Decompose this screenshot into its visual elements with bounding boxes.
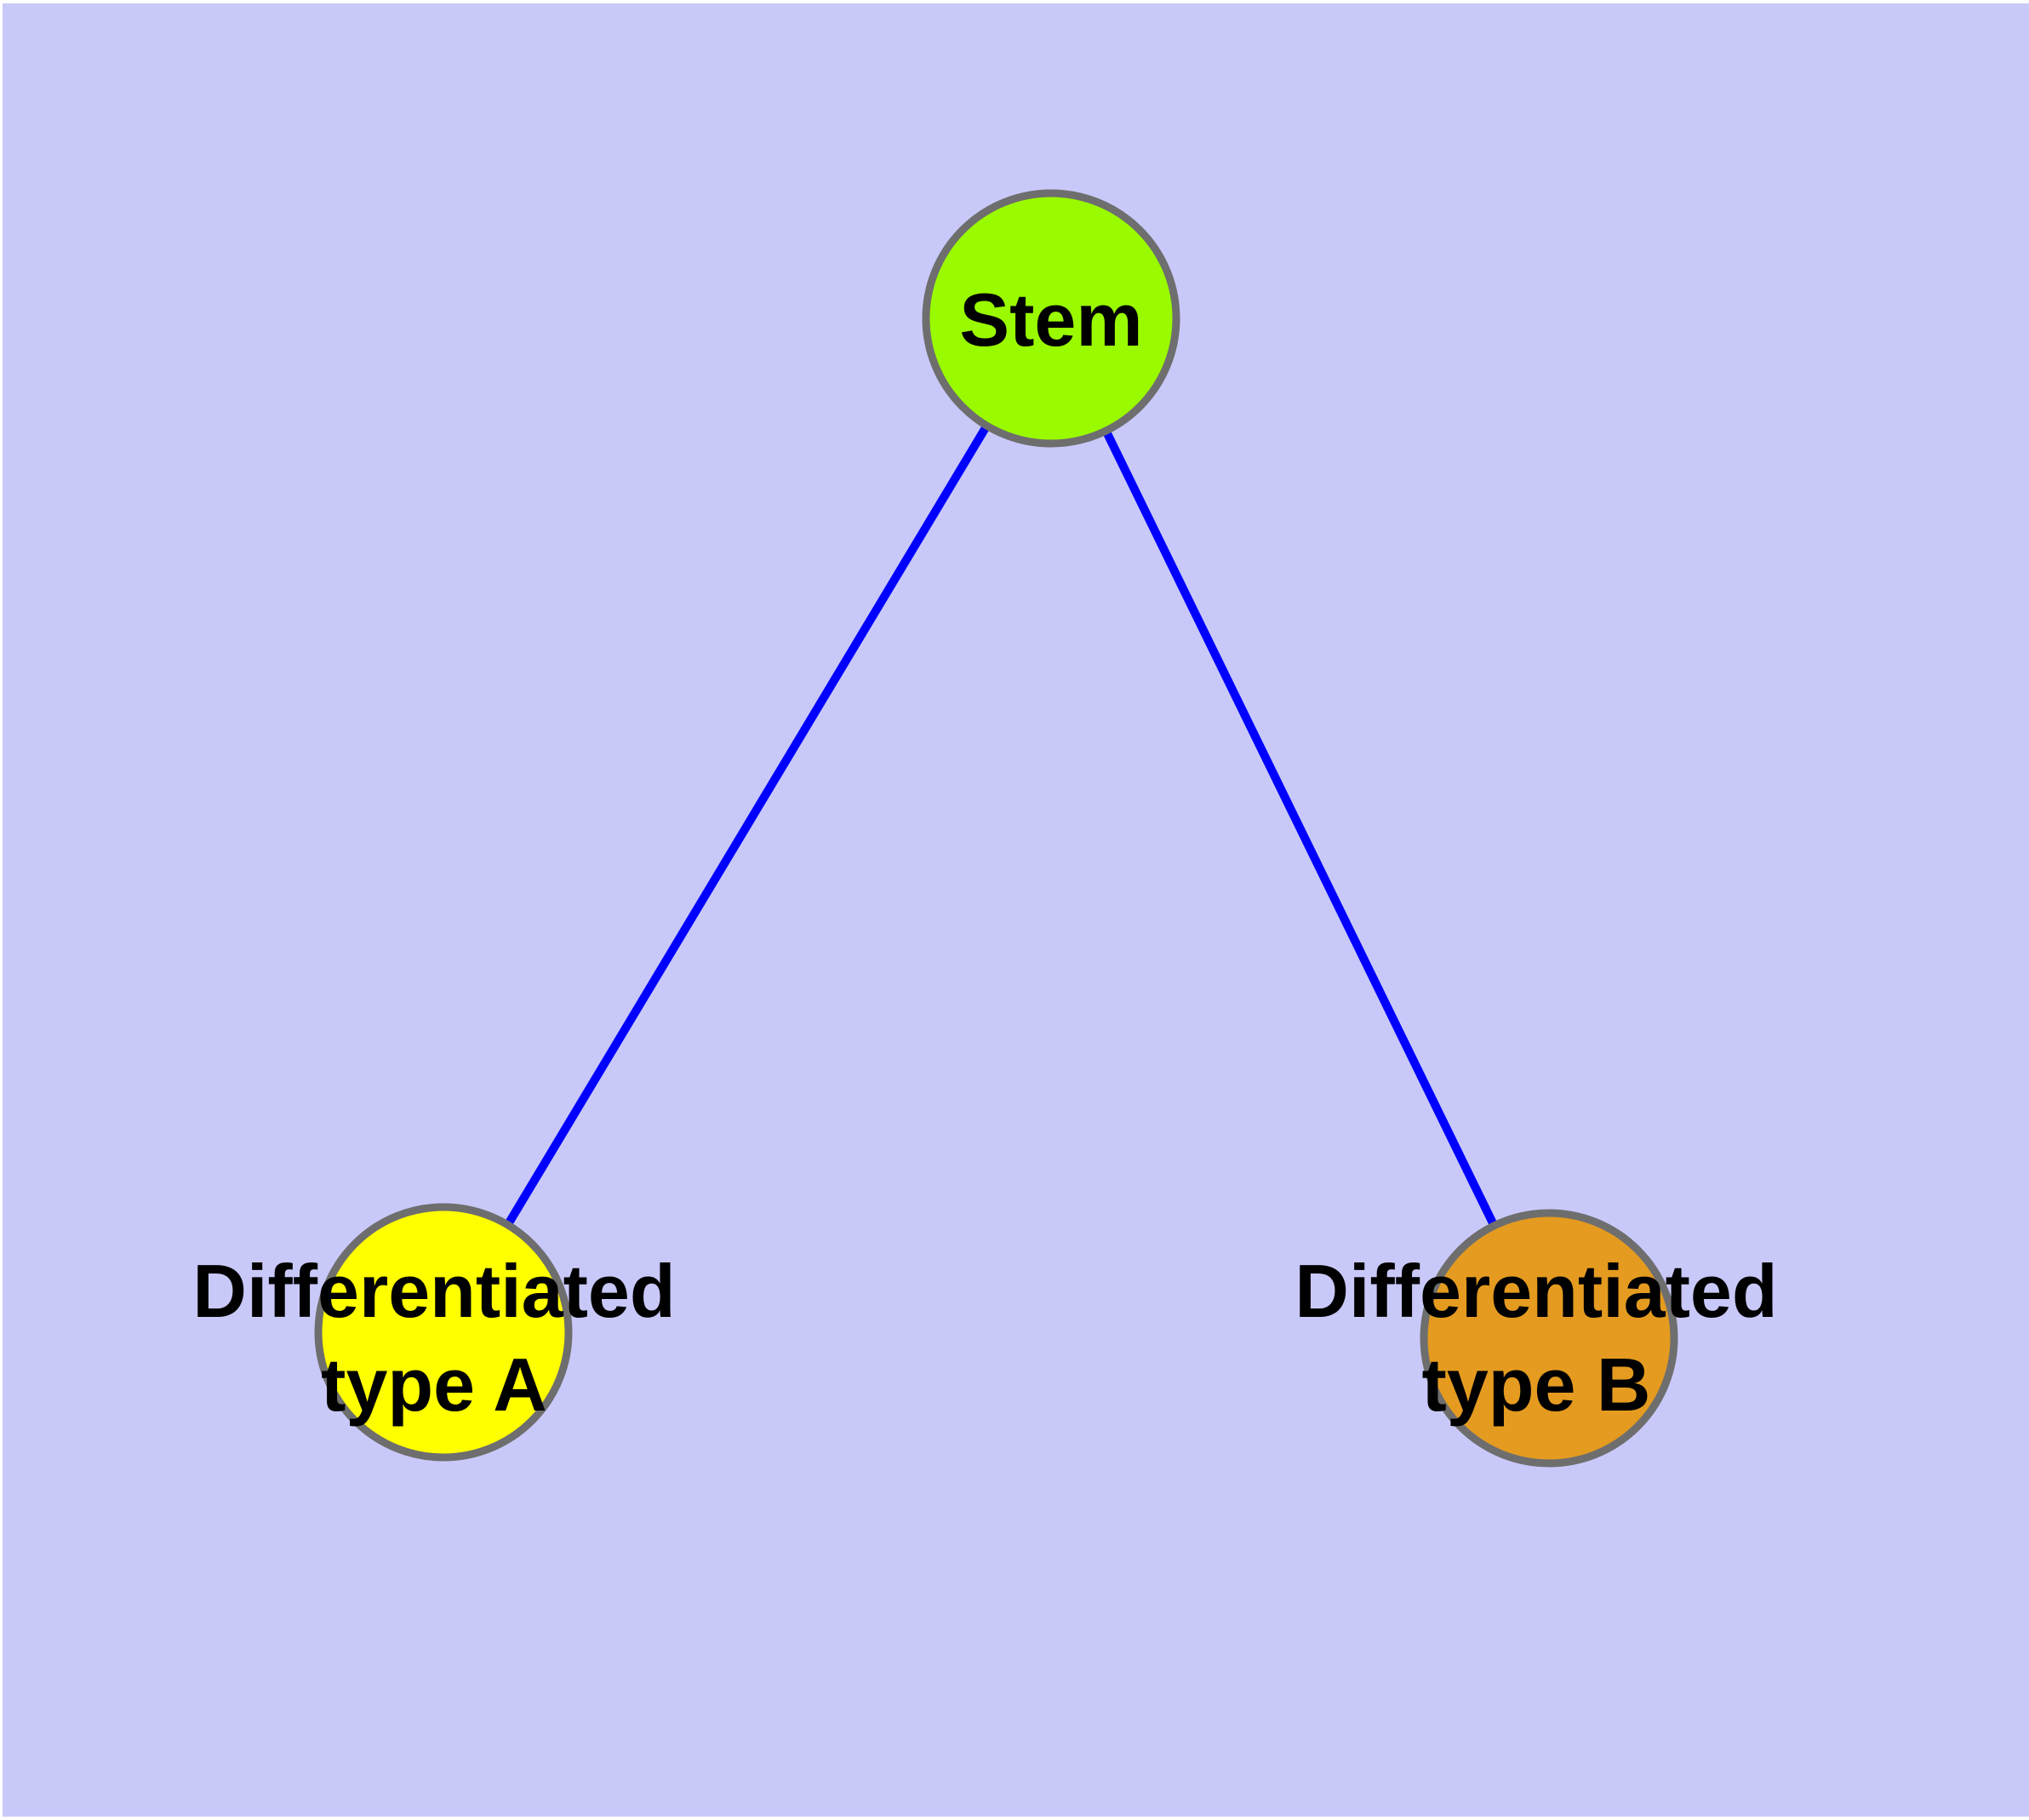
node-type-a-label-line2: type A (321, 1342, 547, 1427)
node-type-b-circle (1420, 1209, 1678, 1468)
edge-stem-to-type-b (1047, 316, 1553, 1341)
edge-stem-to-type-a (439, 316, 1055, 1335)
node-stem-label: Stem (959, 278, 1142, 362)
node-type-a-label-line1: Differentiated (192, 1249, 675, 1333)
node-type-b-label-line1: Differentiated (1295, 1249, 1777, 1333)
node-type-a-circle (314, 1203, 573, 1462)
node-type-b-label-line2: type B (1422, 1342, 1651, 1427)
node-stem-circle (922, 189, 1180, 448)
